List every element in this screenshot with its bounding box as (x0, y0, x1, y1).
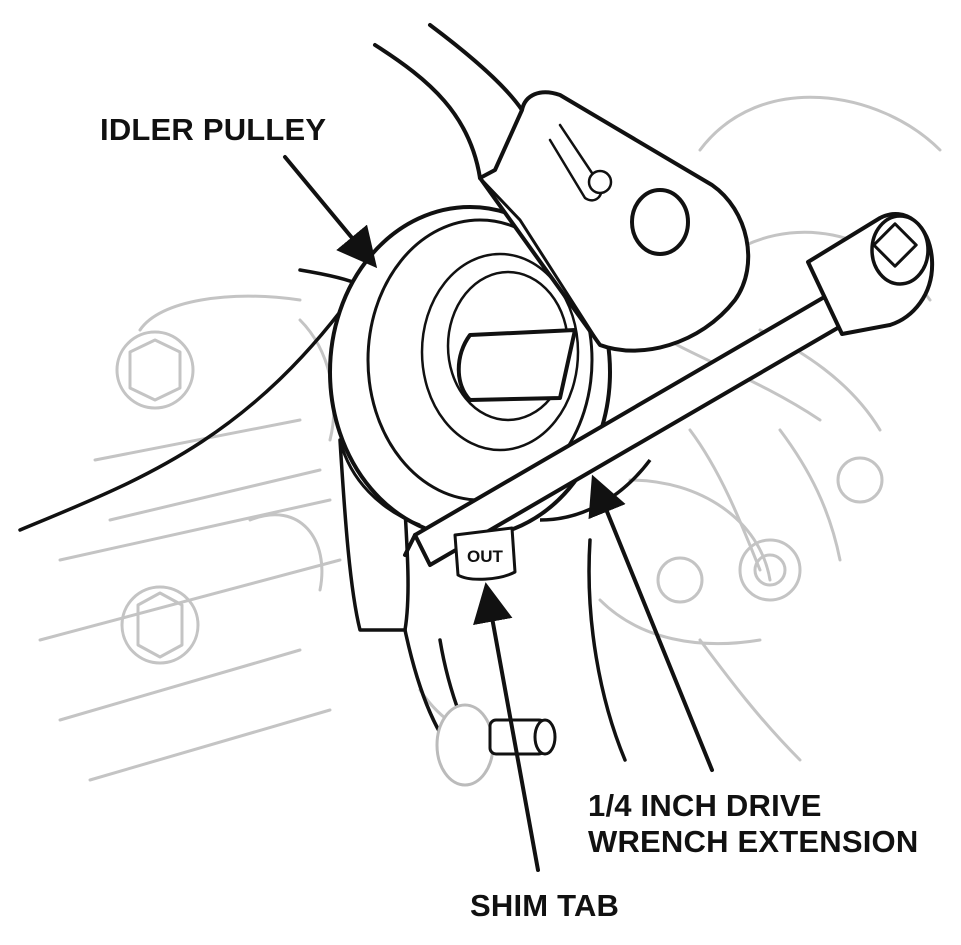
wrench-label-line-2: WRENCH EXTENSION (588, 824, 919, 859)
shim-tab-label: SHIM TAB (470, 888, 620, 923)
pulley-bolt (456, 328, 577, 402)
wrench-extension-leader (588, 474, 714, 772)
adjuster-stud (435, 703, 557, 787)
wrench-extension-label: 1/4 INCH DRIVE WRENCH EXTENSION (588, 788, 918, 860)
wrench-label-line-1: 1/4 INCH DRIVE (588, 788, 822, 823)
callout-leaders (283, 155, 714, 872)
shim-marking: OUT (467, 547, 504, 566)
shim-tab-leader (473, 582, 540, 872)
shim-tab: OUT (453, 526, 517, 581)
wrench-extension (403, 212, 935, 567)
idler-pulley-label: IDLER PULLEY (100, 112, 327, 147)
idler-pulley-leader (283, 155, 378, 269)
wrench (373, 23, 751, 353)
